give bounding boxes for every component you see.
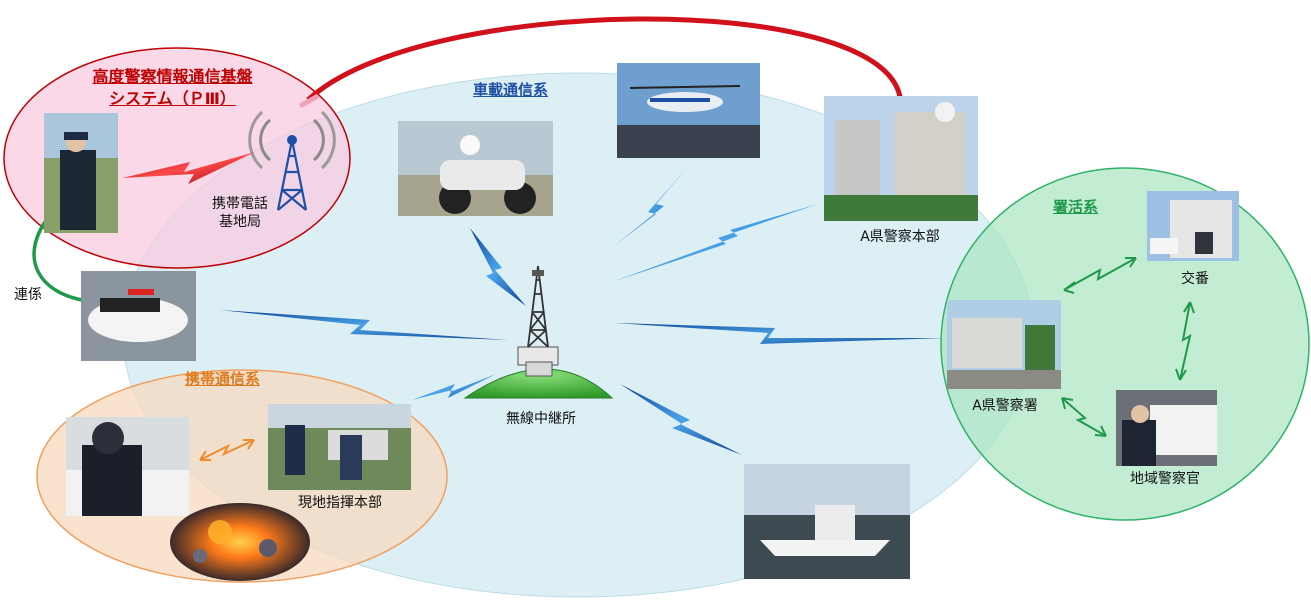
p3-hq-network-line-tail	[298, 93, 320, 109]
arrow-riot-fieldhq	[199, 439, 255, 461]
photo-officer-smartphone	[44, 113, 118, 233]
liaison-line	[32, 221, 83, 302]
lightning-red-base-officer	[122, 152, 255, 184]
arrow-station-officer	[1061, 397, 1107, 437]
photo-motorcycle	[398, 121, 553, 216]
lightning-fieldhq-relay	[412, 374, 496, 400]
photo-fire	[170, 503, 310, 581]
station-system-title: 署活系	[1053, 198, 1099, 216]
local-officer-label: 地域警察官	[1130, 471, 1200, 487]
lightning-motorcycle-relay	[470, 228, 526, 306]
p3-system-title-line2: システム（ＰⅢ）	[109, 89, 236, 108]
photo-hq-building	[824, 96, 978, 221]
arrow-police-box-officer	[1175, 301, 1195, 381]
photo-patrol-car	[81, 271, 196, 361]
photo-police-box	[1147, 191, 1239, 261]
radio-relay-station-icon	[463, 265, 614, 399]
vehicle-system-title: 車載通信系	[473, 81, 549, 99]
photo-helicopter	[617, 63, 760, 158]
photo-riot-officer	[66, 417, 189, 516]
portable-system-title: 携帯通信系	[185, 370, 261, 388]
relay-station-label: 無線中継所	[506, 411, 576, 427]
lightning-station-relay	[614, 323, 945, 344]
base-station-label-line2: 基地局	[219, 214, 261, 230]
p3-system-title-line1: 高度警察情報通信基盤	[92, 67, 253, 86]
lightning-boat-relay	[620, 384, 742, 455]
photo-local-officer	[1116, 390, 1217, 466]
photo-field-hq	[268, 404, 411, 490]
photo-police-station	[947, 300, 1061, 389]
photo-patrol-boat	[744, 464, 910, 579]
lightning-car-relay	[220, 310, 508, 340]
police-station-label: A県警察署	[972, 398, 1038, 414]
field-hq-label: 現地指揮本部	[298, 495, 382, 511]
hq-label: A県警察本部	[860, 229, 940, 245]
liaison-label: 連係	[14, 287, 42, 303]
police-box-label: 交番	[1181, 271, 1209, 287]
base-station-antenna-icon	[248, 110, 336, 211]
arrow-police-box-station	[1063, 257, 1137, 294]
p3-hq-network-line	[306, 16, 903, 102]
base-station-label-line1: 携帯電話	[212, 196, 268, 212]
